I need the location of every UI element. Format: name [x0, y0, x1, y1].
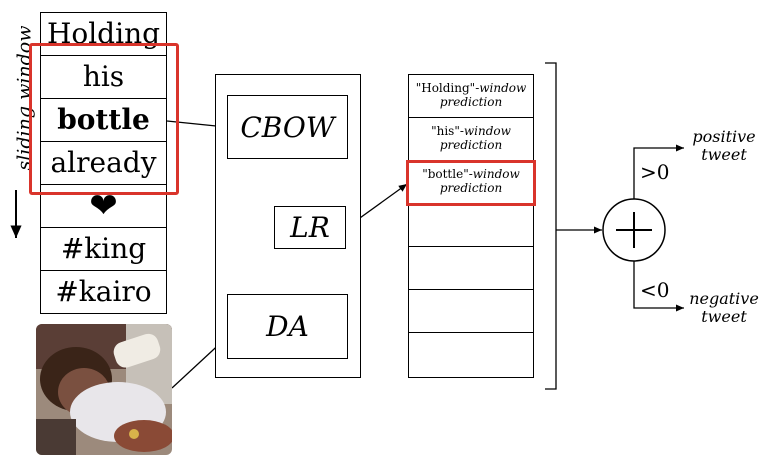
prediction-cell-empty — [408, 203, 534, 247]
da-label: DA — [266, 310, 309, 343]
prediction-highlight — [406, 160, 536, 206]
predictions-bracket — [545, 62, 557, 390]
da-block: DA — [227, 294, 348, 359]
prediction-cell-holding: "Holding"-window prediction — [408, 74, 534, 118]
heart-icon: ❤ — [40, 184, 167, 228]
prediction-cell-empty — [408, 332, 534, 378]
negative-branch-arrow — [633, 261, 684, 312]
prediction-cell-empty — [408, 246, 534, 290]
token-king: #king — [40, 227, 167, 271]
lr-label: LR — [290, 211, 330, 244]
input-image — [36, 324, 172, 455]
prediction-cell-his: "his"-window prediction — [408, 117, 534, 161]
token-kairo: #kairo — [40, 270, 167, 314]
greater-than-zero-label: >0 — [640, 160, 670, 184]
prediction-cell-bottle: "bottle"-window prediction — [408, 160, 534, 204]
cbow-block: CBOW — [227, 95, 348, 159]
positive-tweet-label: positive tweet — [692, 127, 756, 164]
token-holding: Holding — [40, 12, 167, 56]
negative-tweet-label: negative tweet — [689, 289, 759, 326]
prediction-cell-empty — [408, 289, 534, 333]
cbow-label: CBOW — [240, 110, 335, 144]
less-than-zero-label: <0 — [640, 278, 670, 302]
lr-block: LR — [274, 206, 346, 249]
sliding-window-highlight — [29, 43, 179, 195]
positive-branch-arrow — [633, 144, 684, 199]
